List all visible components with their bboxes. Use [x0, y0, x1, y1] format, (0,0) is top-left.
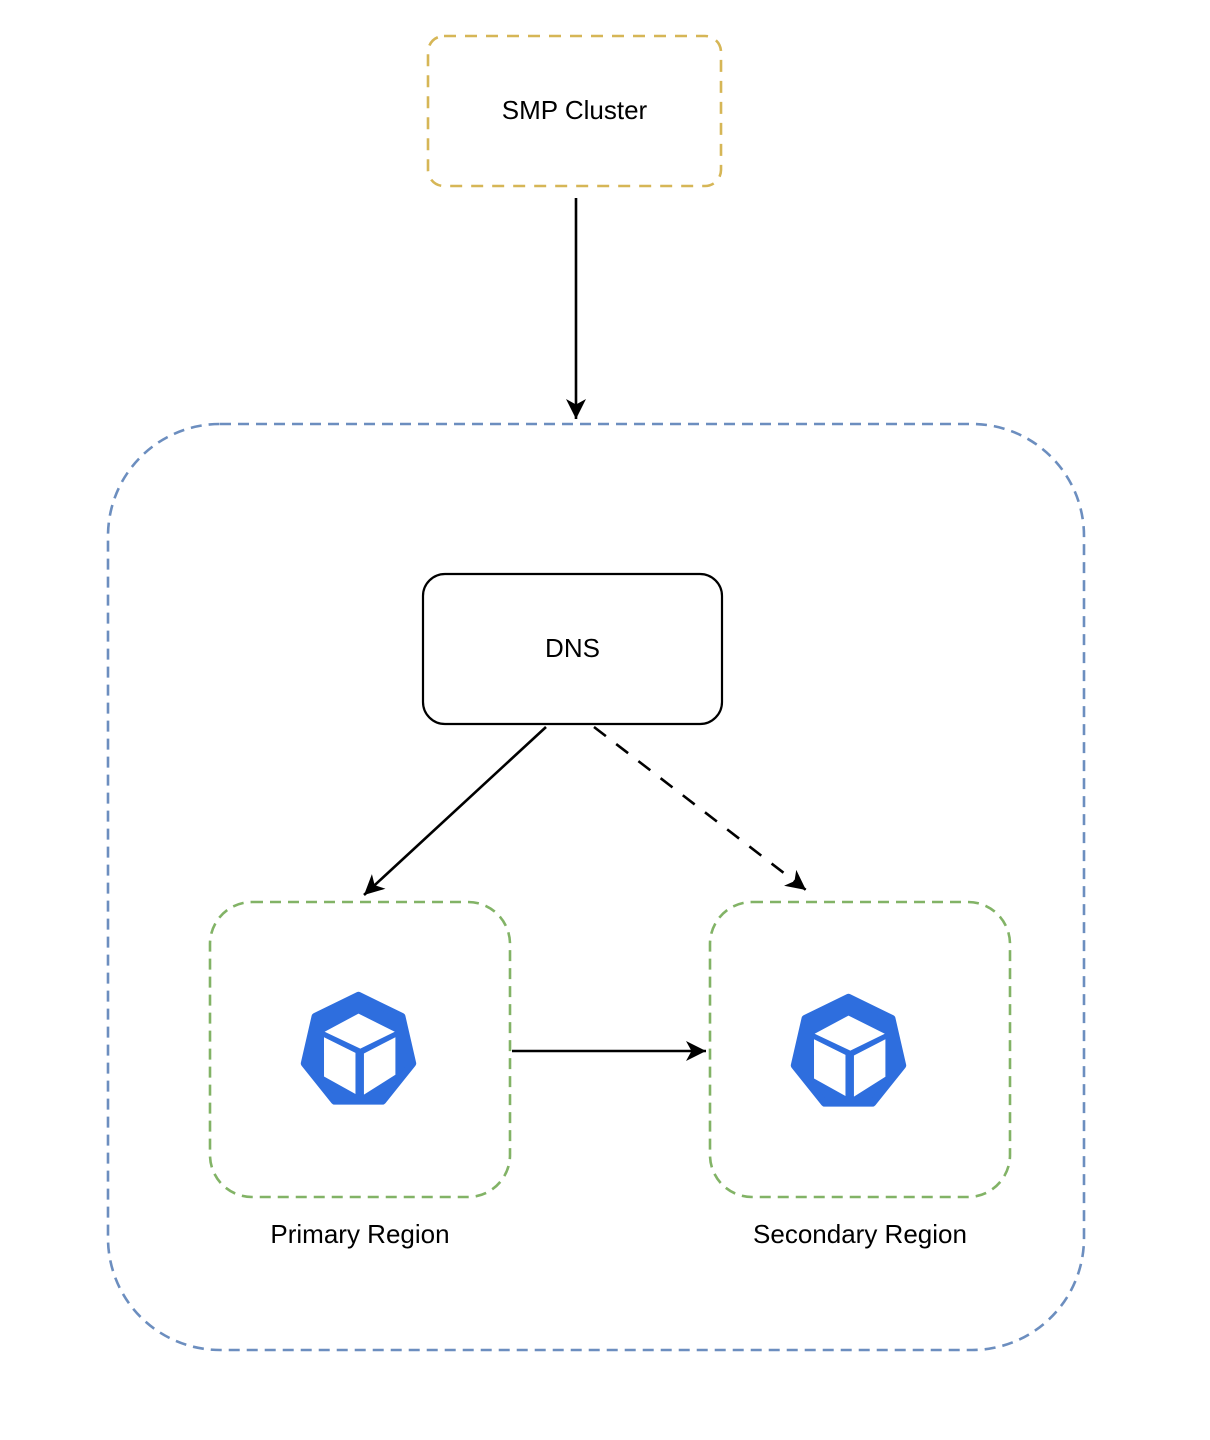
edge-dns-to-primary [363, 726, 547, 896]
primary-region-box[interactable] [208, 900, 512, 1199]
heptagon-cube-icon [300, 991, 417, 1105]
secondary-region-box[interactable] [708, 900, 1012, 1199]
heptagon-cube-icon [790, 993, 907, 1107]
dns-box[interactable] [421, 572, 724, 726]
smp-cluster-box[interactable] [426, 34, 723, 188]
edge-dns-to-secondary [593, 725, 807, 892]
dns-zone-container-box[interactable] [106, 422, 1086, 1352]
